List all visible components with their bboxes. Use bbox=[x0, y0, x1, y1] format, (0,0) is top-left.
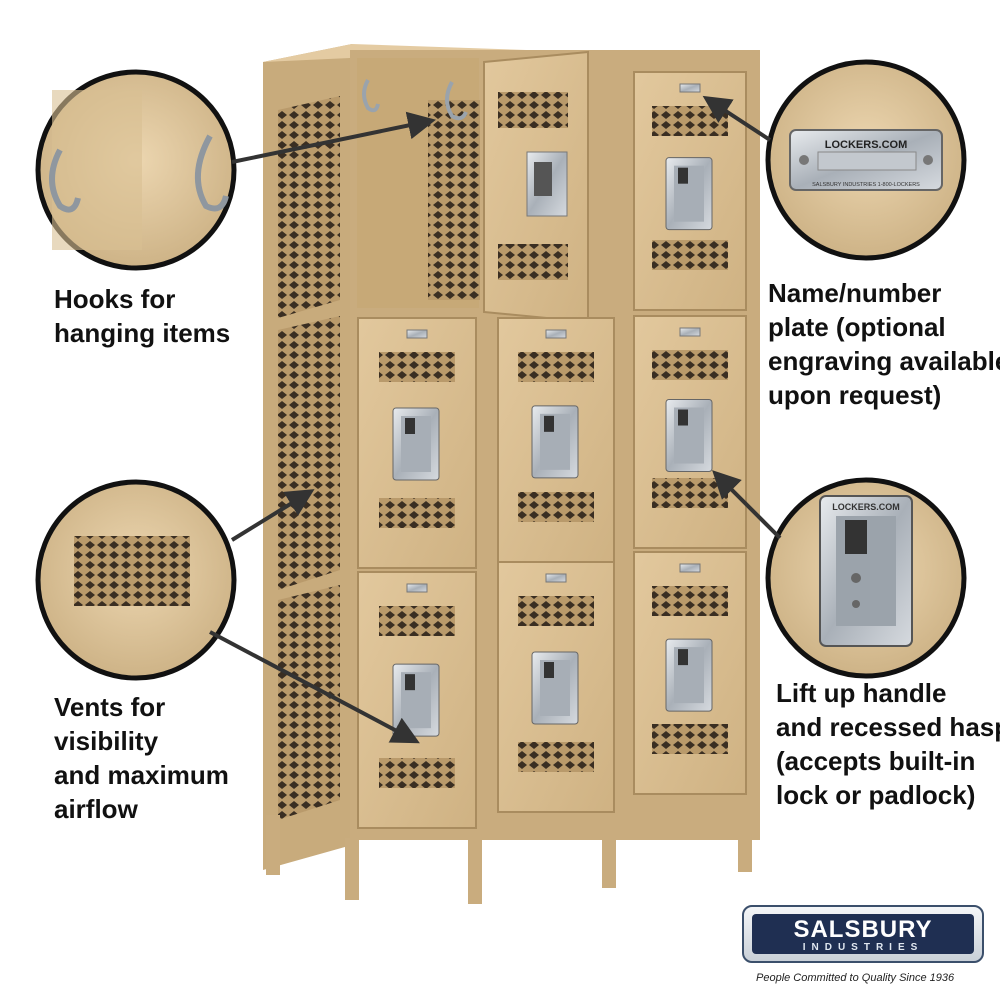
nameplate-icon bbox=[406, 583, 428, 593]
vent-icon bbox=[518, 596, 594, 626]
hook-icon bbox=[445, 81, 468, 121]
logo-brand-name: SALSBURY bbox=[793, 916, 933, 943]
locker-side-panel bbox=[263, 44, 352, 870]
handle-callout: Lift up handle and recessed hasp (accept… bbox=[776, 676, 1000, 812]
vents-callout: Vents for visibility and maximum airflow bbox=[54, 690, 229, 826]
arrow-icon bbox=[712, 470, 782, 540]
handle-callout-line2: and recessed hasp bbox=[776, 712, 1000, 742]
vents-callout-line2: visibility bbox=[54, 726, 159, 756]
vent-icon bbox=[379, 606, 455, 636]
locker-doors bbox=[357, 71, 747, 829]
callout-arrows bbox=[209, 95, 782, 744]
locker-legs bbox=[266, 800, 752, 904]
handle-callout-line3: (accepts built-in bbox=[776, 746, 976, 776]
brand-tagline: People Committed to Quality Since 1936 bbox=[756, 972, 955, 984]
hooks-callout-line2: hanging items bbox=[54, 318, 231, 348]
nameplate-icon bbox=[679, 563, 701, 573]
handle-detail-circle: LOCKERS.COM bbox=[765, 477, 967, 679]
vents-detail-circle bbox=[35, 479, 237, 681]
vents-callout-line4: airflow bbox=[54, 794, 138, 824]
nameplate-icon bbox=[545, 573, 567, 583]
nameplate-callout: Name/number plate (optional engraving av… bbox=[768, 276, 1000, 412]
locker-door bbox=[633, 71, 747, 311]
logo-inner: SALSBURY INDUSTRIES bbox=[752, 914, 974, 954]
handle-detail-text: LOCKERS.COM bbox=[832, 502, 900, 512]
vent-icon bbox=[652, 478, 728, 508]
vent-icon bbox=[652, 240, 728, 270]
hooks-detail-circle bbox=[35, 69, 237, 271]
vent-icon bbox=[652, 106, 728, 136]
arrow-icon bbox=[702, 95, 772, 142]
vents-callout-line3: and maximum bbox=[54, 760, 229, 790]
vent-icon bbox=[518, 352, 594, 382]
locker-door bbox=[633, 315, 747, 549]
nameplate-icon bbox=[406, 329, 428, 339]
arrow-icon bbox=[230, 489, 315, 542]
salsbury-logo: SALSBURY INDUSTRIES bbox=[742, 905, 990, 967]
nameplate-icon bbox=[545, 329, 567, 339]
hook-icon bbox=[194, 134, 229, 212]
vent-icon bbox=[652, 724, 728, 754]
hook-icon bbox=[362, 79, 380, 113]
nameplate-top-text: LOCKERS.COM bbox=[825, 139, 908, 151]
vent-icon bbox=[379, 758, 455, 788]
hooks-callout-line1: Hooks for bbox=[54, 284, 176, 314]
hook-icon bbox=[49, 148, 81, 213]
locker-door bbox=[497, 317, 615, 563]
nameplate-icon bbox=[679, 327, 701, 337]
handle-callout-line4: lock or padlock) bbox=[776, 780, 976, 810]
locker-door bbox=[633, 551, 747, 795]
vent-icon bbox=[652, 350, 728, 380]
nameplate-bottom-text: SALSBURY INDUSTRIES 1-800-LOCKERS bbox=[812, 182, 920, 188]
nameplate-icon bbox=[679, 83, 701, 93]
vent-icon bbox=[379, 352, 455, 382]
vent-icon bbox=[379, 498, 455, 528]
arrow-icon bbox=[231, 111, 436, 164]
vents-callout-line1: Vents for bbox=[54, 692, 166, 722]
locker-door bbox=[357, 317, 477, 569]
vent-icon bbox=[74, 536, 190, 606]
locker-door bbox=[497, 561, 615, 813]
nameplate-callout-line1: Name/number bbox=[768, 278, 942, 308]
handle-callout-line1: Lift up handle bbox=[776, 678, 947, 708]
hooks-callout: Hooks for hanging items bbox=[54, 282, 230, 350]
nameplate-callout-line4: upon request) bbox=[768, 380, 942, 410]
logo-badge: SALSBURY INDUSTRIES bbox=[742, 905, 984, 963]
nameplate-callout-line3: engraving available bbox=[768, 346, 1000, 376]
vent-icon bbox=[518, 492, 594, 522]
open-locker-interior bbox=[357, 58, 480, 308]
logo-brand-subtitle: INDUSTRIES bbox=[802, 942, 924, 953]
vent-icon bbox=[652, 586, 728, 616]
arrow-icon bbox=[209, 630, 420, 744]
locker-door bbox=[357, 571, 477, 829]
vent-icon bbox=[518, 742, 594, 772]
nameplate-callout-line2: plate (optional bbox=[768, 312, 946, 342]
nameplate-detail-circle: LOCKERS.COM SALSBURY INDUSTRIES 1-800-LO… bbox=[765, 59, 967, 261]
open-locker-door bbox=[483, 50, 589, 324]
